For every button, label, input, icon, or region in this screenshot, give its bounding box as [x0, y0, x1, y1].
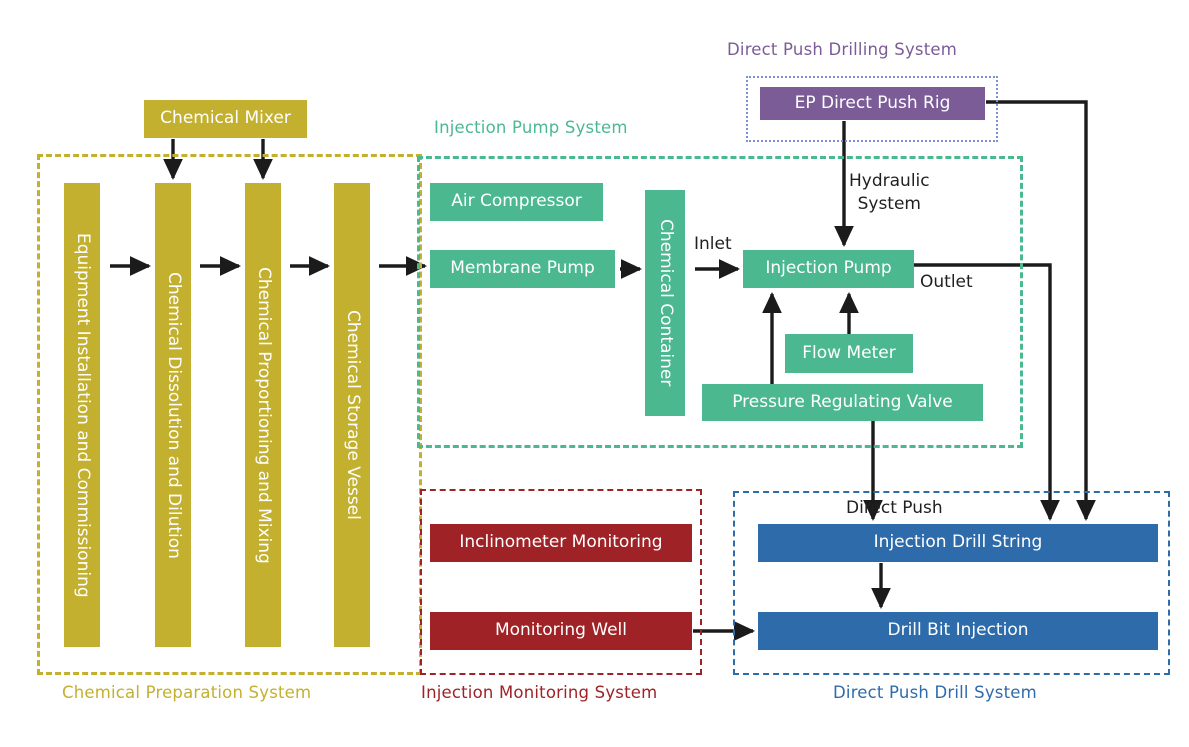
edge-label-hydraulic-system: Hydraulic System	[849, 170, 930, 216]
node-chemical-storage-vessel[interactable]: Chemical Storage Vessel	[334, 183, 370, 647]
node-equipment-installation-and-commissioning[interactable]: Equipment Installation and Commissioning	[64, 183, 100, 647]
node-chemical-mixer[interactable]: Chemical Mixer	[144, 100, 307, 138]
node-ep-direct-push-rig[interactable]: EP Direct Push Rig	[760, 87, 985, 120]
caption-injection-pump-system: Injection Pump System	[434, 118, 628, 137]
node-drill-bit-injection[interactable]: Drill Bit Injection	[758, 612, 1158, 650]
node-chemical-container[interactable]: Chemical Container	[645, 190, 685, 416]
caption-direct-push-drilling-system: Direct Push Drilling System	[727, 40, 957, 59]
node-injection-drill-string[interactable]: Injection Drill String	[758, 524, 1158, 562]
node-chemical-proportioning-and-mixing[interactable]: Chemical Proportioning and Mixing	[245, 183, 281, 647]
node-membrane-pump[interactable]: Membrane Pump	[430, 250, 615, 288]
node-air-compressor[interactable]: Air Compressor	[430, 183, 603, 221]
edge-label-inlet: Inlet	[694, 234, 732, 254]
node-monitoring-well[interactable]: Monitoring Well	[430, 612, 692, 650]
group-injection-pump-system	[417, 156, 1023, 448]
edge-label-direct-push: Direct Push	[846, 498, 943, 518]
node-chemical-dissolution-and-dilution[interactable]: Chemical Dissolution and Dilution	[155, 183, 191, 647]
group-chemical-preparation-system	[37, 154, 422, 675]
group-direct-push-drill-system	[733, 491, 1170, 675]
edge-label-outlet: Outlet	[920, 272, 973, 292]
node-flow-meter[interactable]: Flow Meter	[785, 334, 913, 373]
group-injection-monitoring-system	[420, 489, 702, 675]
node-inclinometer-monitoring[interactable]: Inclinometer Monitoring	[430, 524, 692, 562]
caption-injection-monitoring-system: Injection Monitoring System	[421, 683, 658, 702]
node-pressure-regulating-valve[interactable]: Pressure Regulating Valve	[702, 384, 983, 421]
edge-label-hydraulic-line1: Hydraulic	[849, 171, 930, 191]
caption-direct-push-drill-system: Direct Push Drill System	[833, 683, 1037, 702]
node-injection-pump[interactable]: Injection Pump	[743, 250, 914, 288]
caption-chemical-preparation-system: Chemical Preparation System	[62, 683, 312, 702]
edge-label-hydraulic-line2: System	[857, 193, 921, 214]
group-direct-push-drilling-system	[746, 76, 998, 142]
